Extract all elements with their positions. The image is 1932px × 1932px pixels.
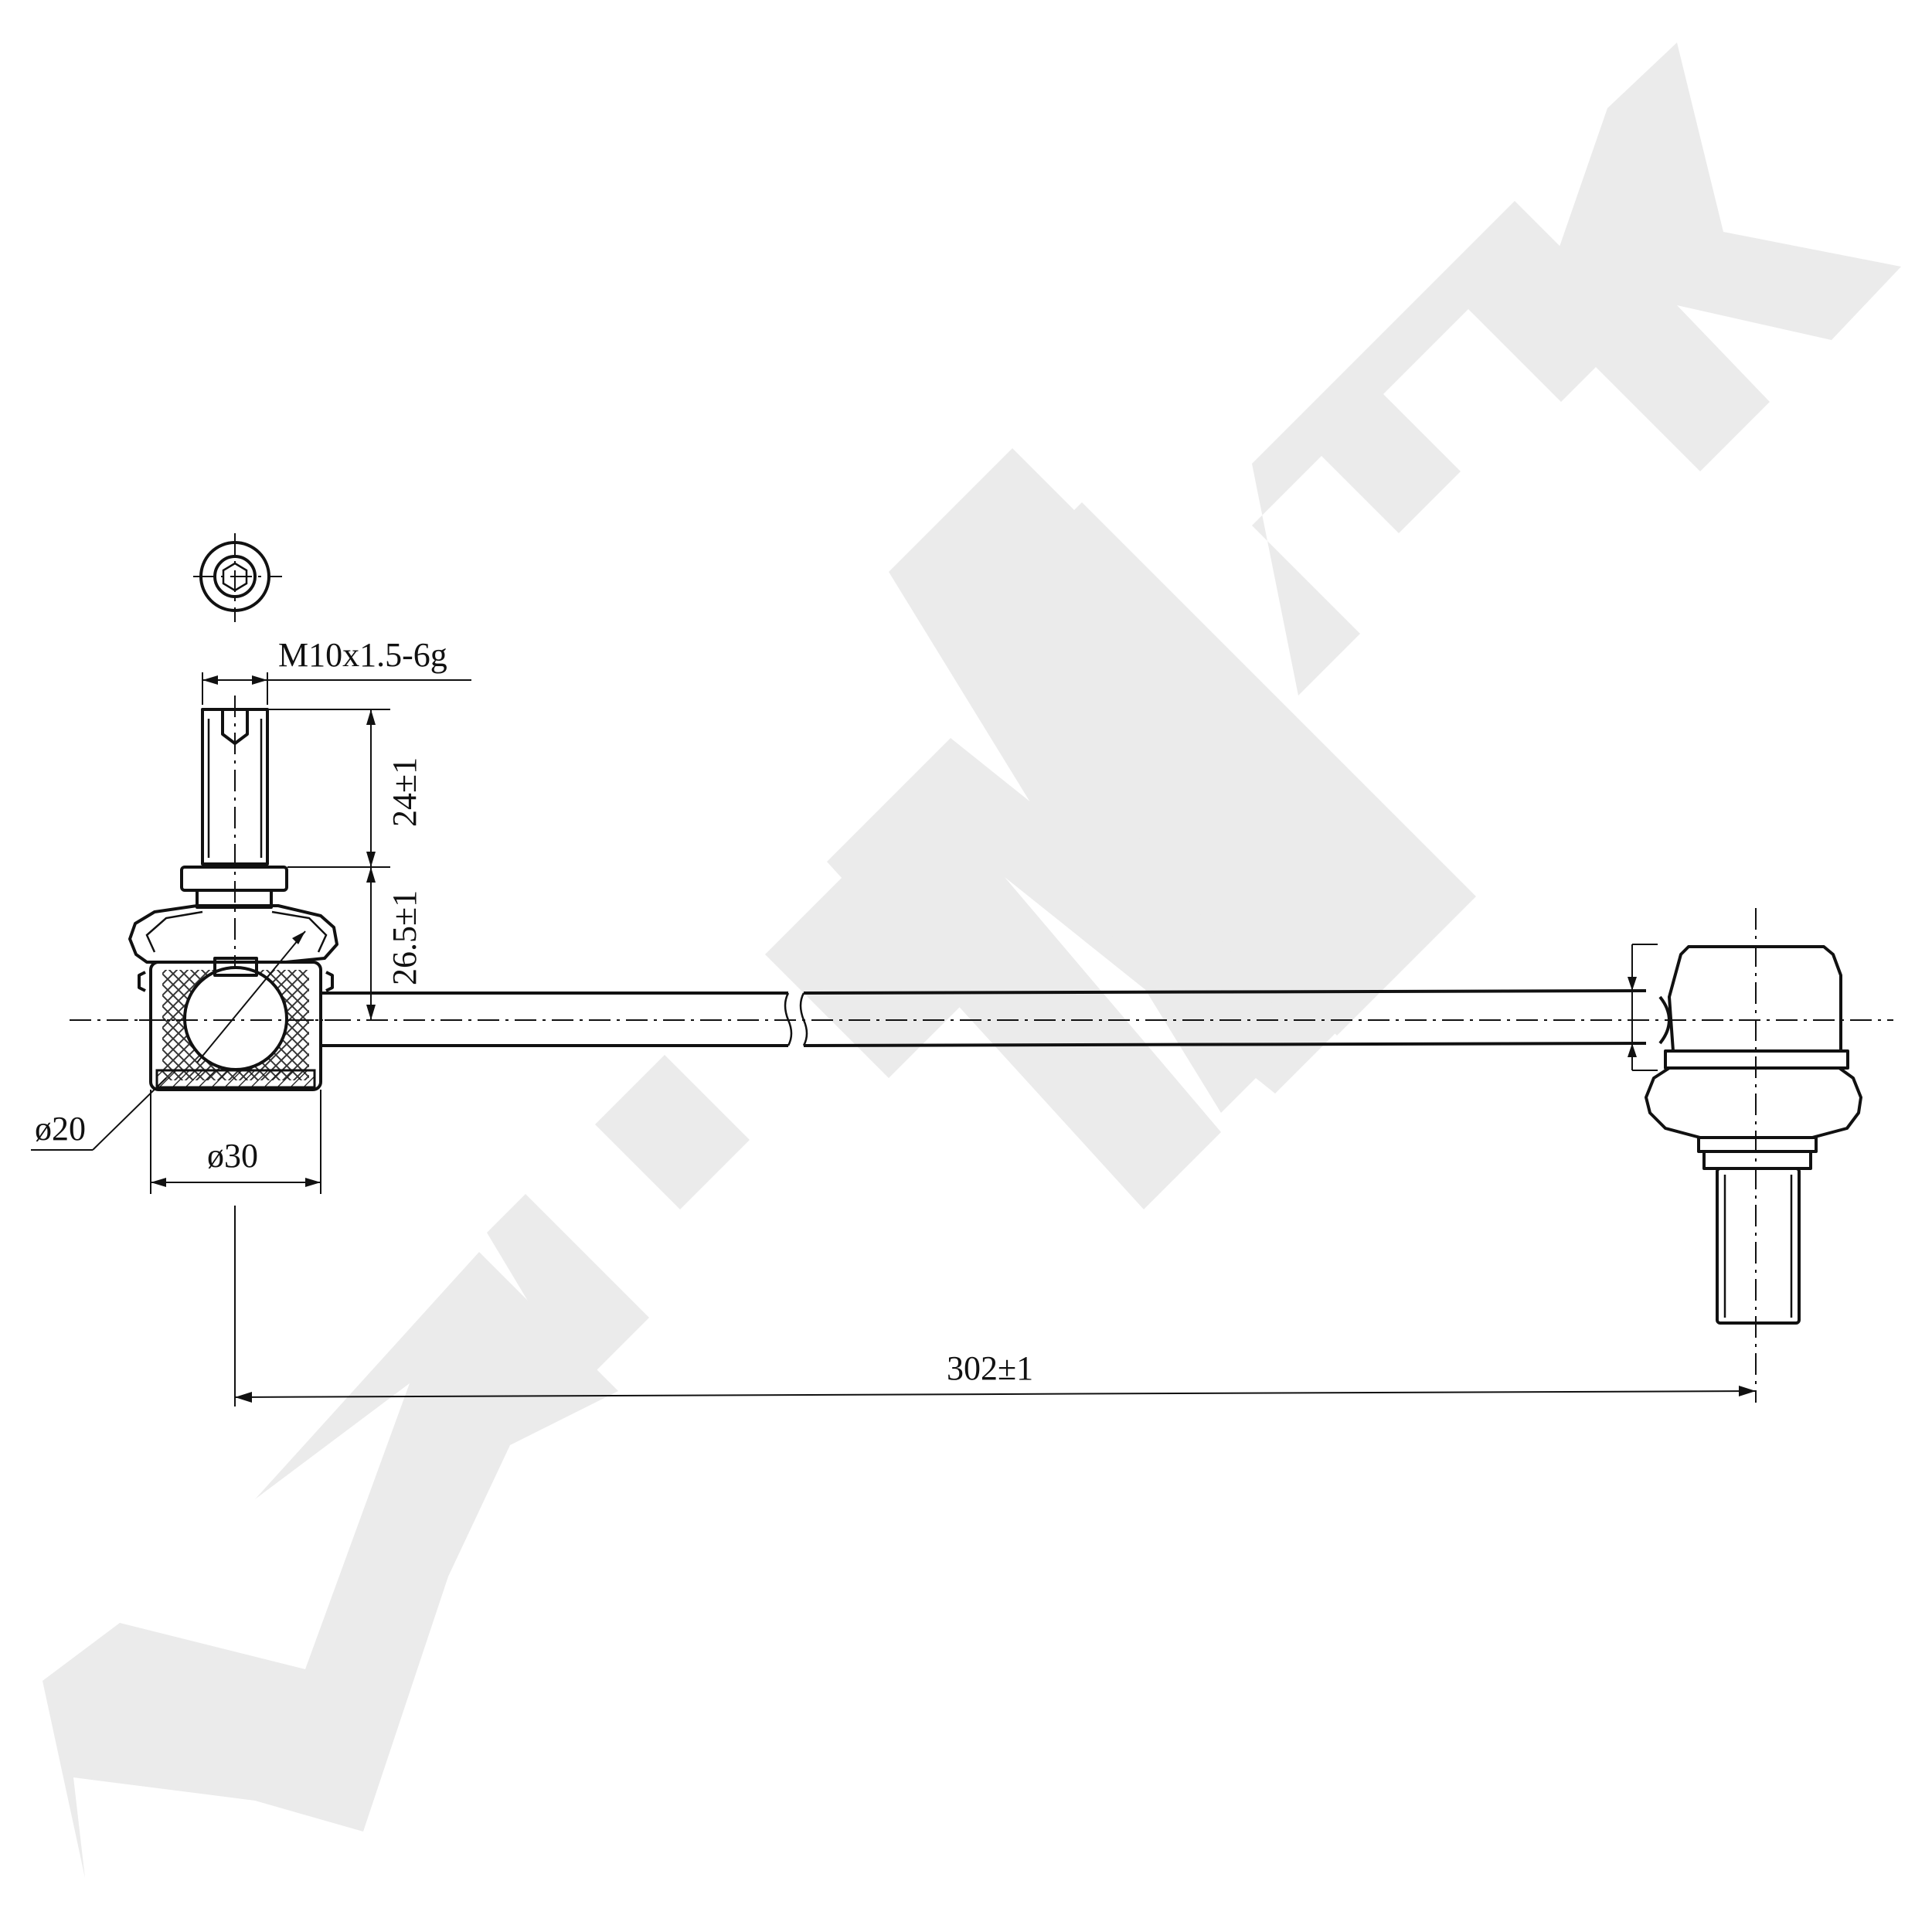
right-ball-joint [1628,908,1862,1399]
dimension-stud: 24±1 [267,709,423,868]
watermark-letter-n2 [889,448,1476,1113]
right-stud [1716,1167,1801,1325]
dim-thread-label: M10x1.5-6g [278,636,447,674]
dimension-housing: ø30 [150,1090,321,1194]
watermark-logo [43,43,1901,1878]
dim-stud-height-label: 26.5±1 [386,890,423,985]
dimension-ball: ø20 [35,1110,86,1148]
right-ball-cap [1658,995,1671,1045]
dim-overall-length-label: 302±1 [947,1349,1033,1387]
left-dust-boot [128,904,338,964]
dimension-thread: M10x1.5-6g [202,636,471,705]
watermark-letter-z [43,1252,618,1878]
left-bottom-plate [155,1069,316,1089]
watermark-letter-e2 [1252,201,1638,696]
dimension-height: 26.5±1 [366,867,423,1020]
watermark-letter-k [1538,43,1901,471]
dimension-overall: 302±1 [234,1206,1757,1406]
dim-stud-length-label: 24±1 [386,757,423,827]
right-housing [1668,945,1842,1053]
top-view-symbol [193,533,282,622]
left-ball [183,966,288,1071]
left-ball-joint [31,696,340,1151]
link-rod [319,989,1647,1047]
dim-housing-diameter-label: ø30 [207,1137,258,1175]
dim-ball-diameter-label: ø20 [35,1110,86,1148]
watermark-letter-e1 [487,877,966,1387]
right-boot [1645,1066,1862,1139]
